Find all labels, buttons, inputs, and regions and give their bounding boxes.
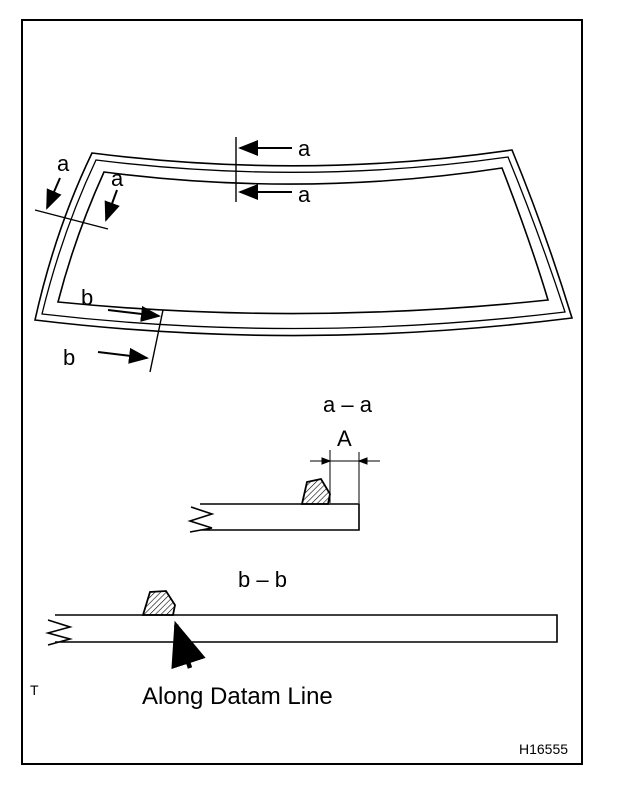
- arrow-icon: [107, 305, 161, 322]
- glass-section-aa: [187, 503, 360, 533]
- arrow-icon: [104, 189, 120, 222]
- section-aa-detail: [187, 450, 380, 533]
- adhesive-bead-aa: [300, 477, 331, 505]
- arrow-icon: [97, 347, 149, 364]
- adhesive-bead-bb: [141, 590, 176, 616]
- glass-section-bb: [44, 614, 558, 646]
- section-bb-markers: [97, 305, 164, 373]
- label-a-left-2: a: [111, 166, 124, 191]
- datum-arrow-icon: [171, 620, 206, 670]
- windshield-inner-edge: [56, 167, 550, 315]
- corner-mark: T: [30, 682, 39, 698]
- arrow-icon: [46, 177, 62, 210]
- figure-id: H16555: [519, 741, 568, 757]
- dimension-a-label: A: [337, 426, 352, 451]
- label-a-left-1: a: [57, 151, 70, 176]
- section-bb-title: b – b: [238, 567, 287, 592]
- label-b-2: b: [63, 345, 75, 370]
- section-bb-detail: [44, 590, 558, 670]
- section-aa-title: a – a: [323, 392, 373, 417]
- figure-frame: [21, 19, 583, 765]
- dimension-arrow-left-icon: [321, 457, 332, 465]
- label-a-top-1: a: [298, 136, 311, 161]
- windshield-outer-edge: [34, 149, 574, 337]
- datum-line-note: Along Datam Line: [142, 683, 333, 710]
- label-b-1: b: [81, 285, 93, 310]
- label-a-top-2: a: [298, 182, 311, 207]
- section-aa-left-markers: [34, 177, 120, 230]
- dimension-arrow-right-icon: [357, 457, 368, 465]
- section-bb-cut-line: [149, 309, 164, 373]
- windshield-glass: [34, 149, 574, 337]
- windshield-molding-line: [41, 156, 566, 330]
- section-aa-left-cut-line: [34, 209, 109, 230]
- section-aa-top-markers: [235, 137, 292, 202]
